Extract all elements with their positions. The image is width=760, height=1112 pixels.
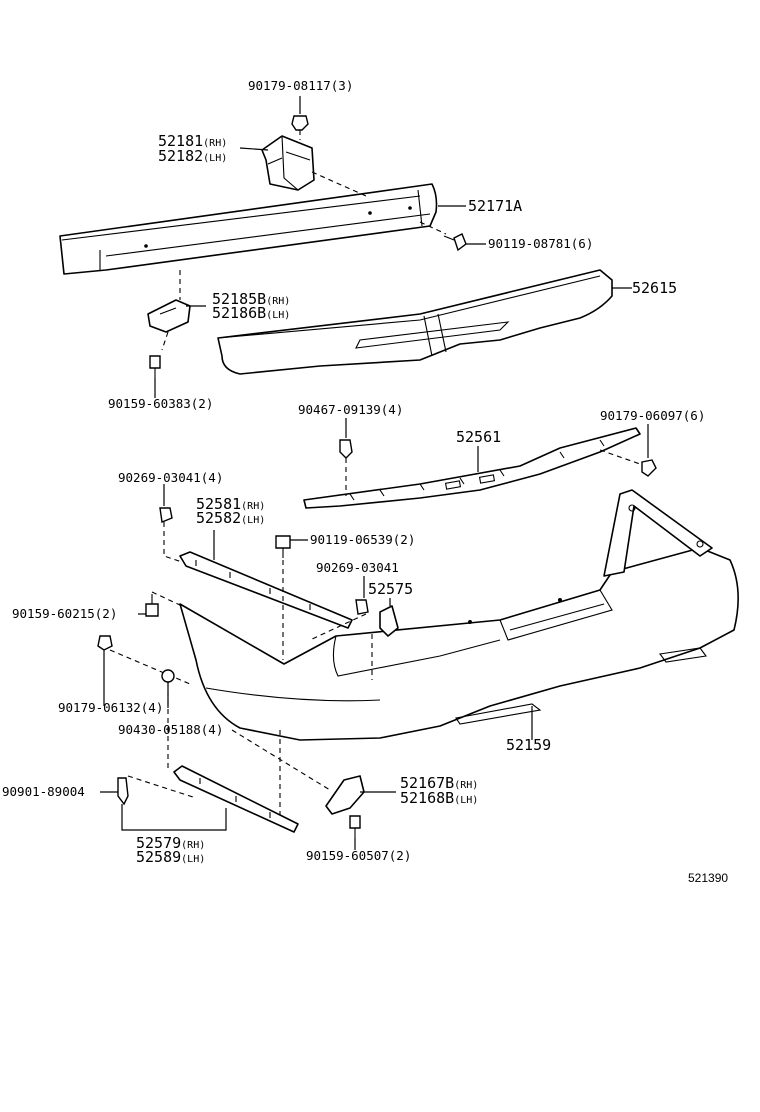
- upper-bracket: [261, 135, 315, 191]
- label-90119-08781: 90119-08781(6): [488, 236, 594, 251]
- lower-bracket: [147, 299, 191, 333]
- energy-absorber: [217, 269, 613, 375]
- label-90430-05188: 90430-05188(4): [118, 722, 224, 737]
- label-90269-03041-4: 90269-03041(4): [118, 470, 224, 485]
- screw-left: [145, 594, 159, 617]
- label-90159-60215: 90159-60215(2): [12, 606, 118, 621]
- label-52615: 52615: [632, 279, 678, 297]
- label-52182: 52182(LH): [158, 147, 228, 165]
- clip-upper: [339, 439, 353, 459]
- label-52575: 52575: [368, 580, 414, 598]
- screw-rear: [349, 815, 361, 838]
- bumper-cover: [179, 489, 739, 741]
- bumper-reinforcement: [59, 183, 438, 275]
- label-90179-06132: 90179-06132(4): [58, 700, 164, 715]
- side-retainer-upper: [179, 551, 353, 629]
- label-90179-06097: 90179-06097(6): [600, 408, 706, 423]
- label-52185B: 52185B(RH): [212, 290, 291, 308]
- label-90159-60507: 90159-60507(2): [306, 848, 412, 863]
- label-52171A: 52171A: [468, 197, 523, 215]
- label-52561: 52561: [456, 428, 502, 446]
- clip-left: [159, 507, 173, 523]
- label-52582: 52582(LH): [196, 509, 266, 527]
- nut-left: [97, 635, 113, 651]
- label-90119-06539: 90119-06539(2): [310, 532, 416, 547]
- bolt-left-lower: [149, 355, 161, 378]
- label-52579: 52579(RH): [136, 834, 206, 852]
- diagram-reference-code: 521390: [688, 871, 729, 885]
- center-retainer: [303, 427, 641, 509]
- bolt-center: [275, 535, 291, 558]
- label-52168B: 52168B(LH): [400, 789, 479, 807]
- label-52581: 52581(RH): [196, 495, 266, 513]
- label-90269-03041: 90269-03041: [316, 560, 399, 575]
- nut-top: [291, 115, 309, 131]
- label-52186B: 52186B(LH): [212, 304, 291, 322]
- label-90901-89004: 90901-89004: [2, 784, 85, 799]
- label-52159: 52159: [506, 736, 552, 754]
- label-52167B: 52167B(RH): [400, 774, 479, 792]
- nut-right: [641, 459, 657, 477]
- label-52589: 52589(LH): [136, 848, 206, 866]
- label-52181: 52181(RH): [158, 132, 228, 150]
- clip-center: [355, 599, 369, 615]
- lower-retainer: [173, 765, 299, 833]
- side-bracket: [379, 605, 399, 637]
- label-90159-60383: 90159-60383(2): [108, 396, 214, 411]
- clip-lower: [117, 777, 129, 806]
- label-90467-09139: 90467-09139(4): [298, 402, 404, 417]
- label-90179-08117: 90179-08117(3): [248, 78, 354, 93]
